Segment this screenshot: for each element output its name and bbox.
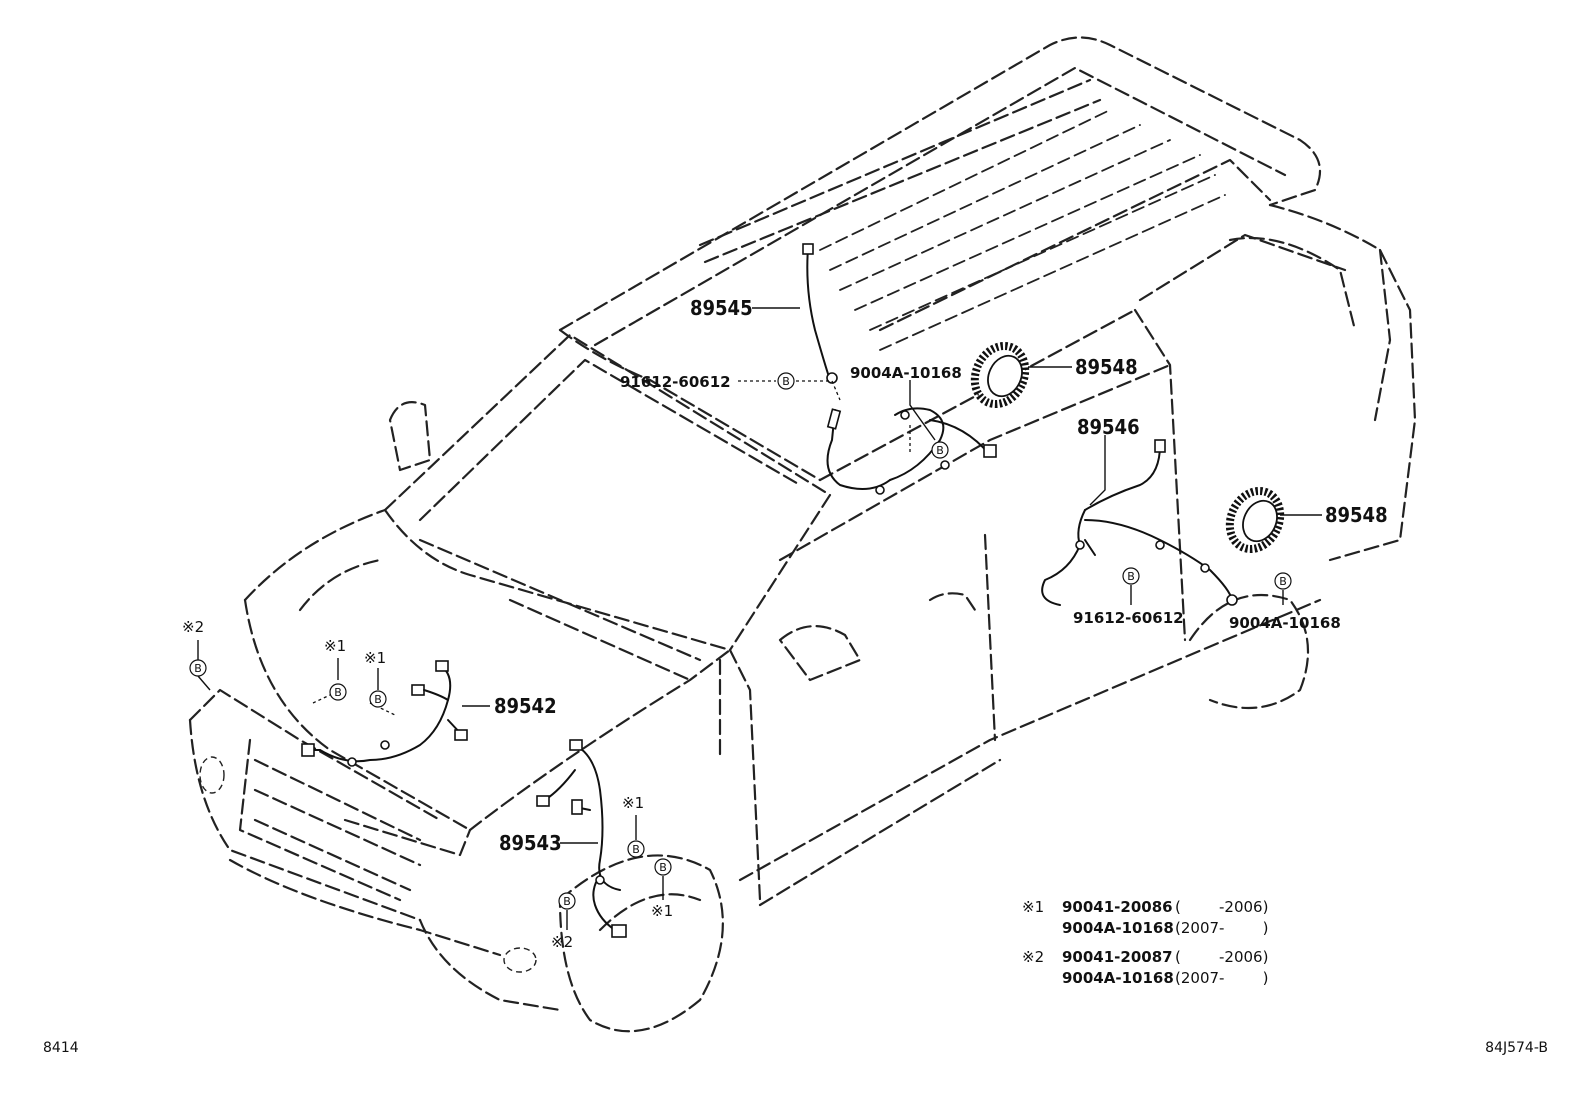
label-89548-bottom: 89548 [1325,503,1388,527]
callout-b-6: B [329,683,347,701]
ref-mark-2-left: ※2 [182,618,204,636]
ref-mark-1-c: ※1 [622,794,644,812]
label-89542: 89542 [494,694,557,718]
label-bolt-9004a-top: 9004A-10168 [850,364,962,382]
label-bolt-9004a-right: 9004A-10168 [1229,614,1341,632]
footnote-mark: ※1 [1022,898,1044,916]
footnote-part: 9004A-10168 [1062,969,1174,987]
corner-code-right: 84J574-B [1485,1040,1548,1056]
label-bolt-91612-right: 91612-60612 [1073,609,1184,627]
callout-b-5: B [189,659,207,677]
sensor-rotor-top [970,341,1030,409]
label-bolt-91612-top: 91612-60612 [620,373,731,391]
label-89546: 89546 [1077,415,1140,439]
footnote-mark: ※2 [1022,948,1044,966]
svg-text:B: B [334,686,342,699]
footnote-range: ( -2006) [1175,898,1268,916]
part-89543-wire [536,739,627,938]
svg-text:B: B [632,843,640,856]
svg-text:B: B [1127,570,1135,583]
label-89548-top: 89548 [1075,355,1138,379]
ref-mark-1-d: ※1 [651,902,673,920]
callout-b-4: B [1274,572,1292,590]
vehicle-outline [188,36,1417,1033]
svg-text:B: B [374,693,382,706]
footnote-range: (2007- ) [1175,919,1268,937]
svg-text:B: B [782,375,790,388]
callout-b-7: B [369,690,387,708]
footnote-range: (2007- ) [1175,969,1268,987]
callout-b-10: B [558,892,576,910]
label-89543: 89543 [499,831,562,855]
part-89542-wire [301,660,468,767]
label-89545: 89545 [690,296,753,320]
ref-mark-1-b: ※1 [364,649,386,667]
ref-mark-2-right: ※2 [551,933,573,951]
callout-b-3: B [1122,567,1140,585]
callout-b-9: B [654,858,672,876]
callout-b-2: B [931,441,949,459]
sensor-rotor-bottom [1225,486,1285,554]
corner-code-left: 8414 [43,1040,79,1056]
footnote-part: 90041-20087 [1062,948,1173,966]
ref-mark-1-a: ※1 [324,637,346,655]
footnote-range: ( -2006) [1175,948,1268,966]
callout-b-8: B [627,840,645,858]
part-89546-wire [1041,439,1238,606]
svg-text:B: B [659,861,667,874]
leader-lines [197,307,1322,930]
footnote-part: 90041-20086 [1062,898,1173,916]
svg-text:B: B [563,895,571,908]
callout-b-1: B [777,372,795,390]
footnote-table: ※1 90041-20086 ( -2006) 9004A-10168 (200… [1022,898,1268,987]
svg-text:B: B [1279,575,1287,588]
footnote-part: 9004A-10168 [1062,919,1174,937]
svg-text:B: B [936,444,944,457]
svg-text:B: B [194,662,202,675]
